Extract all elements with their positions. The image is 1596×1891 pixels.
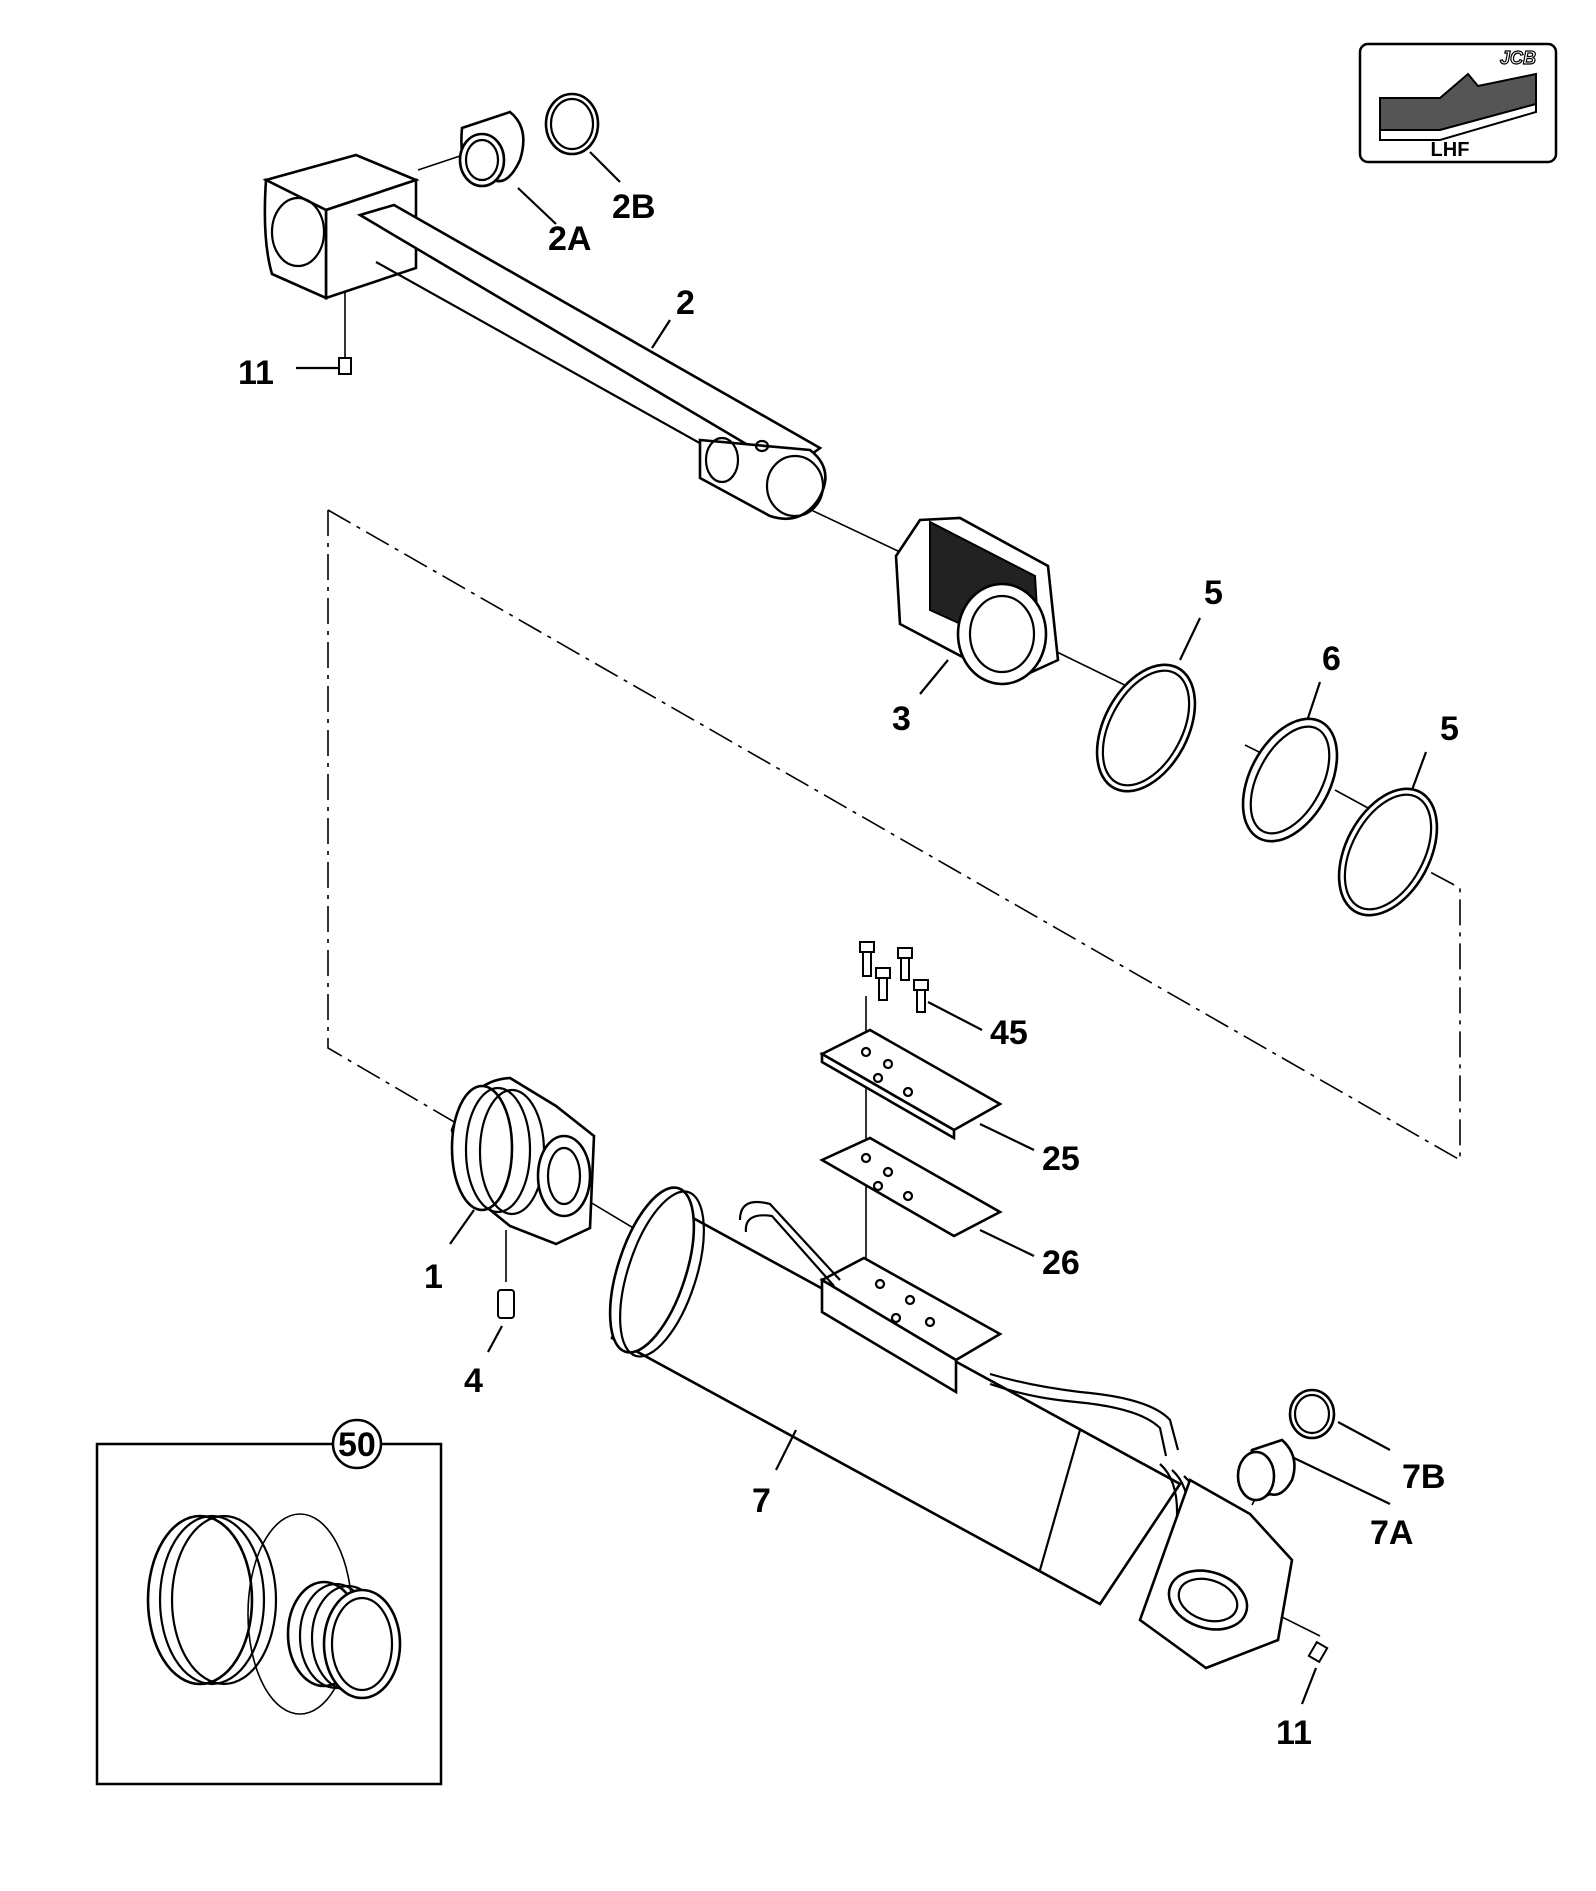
callout-45: 45 xyxy=(990,1014,1028,1052)
assembly-outline xyxy=(327,509,1461,1162)
callout-5-left: 5 xyxy=(1204,574,1223,612)
callout-11-top: 11 xyxy=(238,354,274,392)
brand-logo: JCB xyxy=(1500,48,1536,68)
cylinder-head xyxy=(450,1076,596,1246)
callout-1: 1 xyxy=(424,1258,443,1296)
gasket xyxy=(819,1136,1003,1238)
callout-2b: 2B xyxy=(612,188,655,226)
callout-3: 3 xyxy=(892,700,911,738)
mounting-plate xyxy=(819,1028,1003,1141)
wear-ring-left xyxy=(1095,663,1197,793)
callout-7b: 7B xyxy=(1402,1458,1445,1496)
seal-kit-inset xyxy=(95,1418,443,1786)
piston-seal xyxy=(1241,717,1339,843)
callout-25: 25 xyxy=(1042,1140,1080,1178)
callout-7: 7 xyxy=(752,1482,771,1520)
callout-7a: 7A xyxy=(1370,1514,1413,1552)
callout-4: 4 xyxy=(464,1362,483,1400)
side-label: LHF xyxy=(1431,139,1470,161)
callout-6: 6 xyxy=(1322,640,1341,678)
rod-bush xyxy=(458,110,525,188)
kit-number-badge xyxy=(331,1418,383,1470)
orientation-badge: JCB LHF xyxy=(1358,42,1558,164)
barrel-bush xyxy=(1236,1438,1296,1502)
grub-screw xyxy=(497,1230,515,1319)
callout-labels: 2 2A 2B 11 3 5 6 5 45 25 26 1 4 7 7A 7B … xyxy=(238,188,1459,1752)
callout-50: 50 xyxy=(338,1426,376,1464)
grease-nipple-top xyxy=(296,357,352,375)
callout-26: 26 xyxy=(1042,1244,1080,1282)
barrel-bush-ring xyxy=(1288,1388,1336,1440)
rod-bush-ring xyxy=(544,92,600,156)
piston xyxy=(894,516,1060,686)
callout-11-bottom: 11 xyxy=(1276,1714,1312,1752)
wear-ring-right xyxy=(1337,787,1439,917)
callout-2a: 2A xyxy=(548,220,591,258)
grease-nipple-bottom xyxy=(1307,1640,1329,1664)
callout-5-right: 5 xyxy=(1440,710,1459,748)
leader-lines xyxy=(449,151,1428,1705)
callout-2: 2 xyxy=(676,284,695,322)
piston-rod xyxy=(262,153,827,521)
bolts xyxy=(859,941,929,1013)
cylinder-barrel xyxy=(608,1186,1294,1670)
